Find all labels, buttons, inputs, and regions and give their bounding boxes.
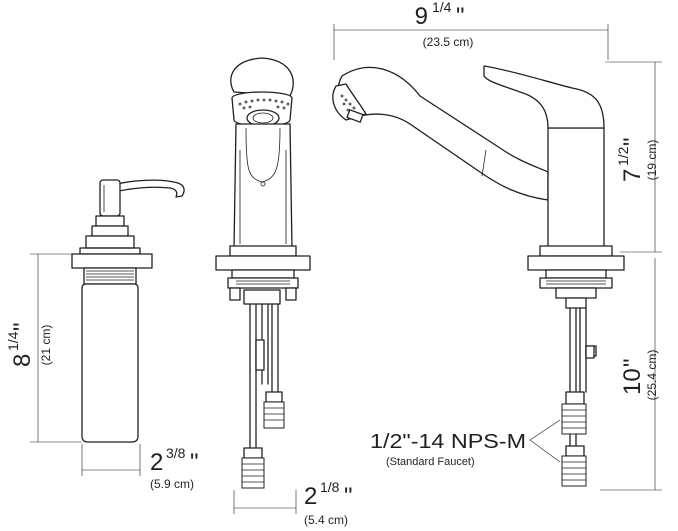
svg-text:3/8: 3/8 [166,445,186,461]
connection-callout: 1/2"-14 NPS-M (Standard Faucet) [370,431,526,468]
dimension-width-top: 9 1/4 " (23.5 cm) [415,0,474,49]
svg-text:": " [190,449,199,476]
svg-text:2: 2 [304,483,317,510]
svg-text:10: 10 [619,368,646,395]
svg-text:1/2"-14 NPS-M: 1/2"-14 NPS-M [370,431,526,453]
svg-text:(Standard Faucet): (Standard Faucet) [386,456,475,468]
soap-dispenser-illustration [71,179,185,443]
faucet-side-view-illustration [332,65,625,487]
svg-text:": " [344,483,353,510]
faucet-front-view-illustration [215,57,311,489]
svg-text:8: 8 [9,354,36,367]
svg-text:(5.9 cm): (5.9 cm) [150,477,194,491]
svg-text:1/8: 1/8 [320,479,340,495]
svg-text:1/2: 1/2 [615,146,631,166]
svg-text:": " [619,358,646,367]
svg-text:(25.4 cm): (25.4 cm) [645,350,659,401]
svg-text:9: 9 [415,3,428,30]
dimension-shank-width: 2 1/8 " (5.4 cm) [304,479,353,527]
svg-text:(5.4 cm): (5.4 cm) [304,513,348,527]
svg-text:7: 7 [619,169,646,182]
dimension-dispenser-width: 2 3/8 " (5.9 cm) [150,445,199,491]
svg-text:": " [9,322,36,331]
dimension-lines [30,24,662,514]
svg-text:": " [619,137,646,146]
dimension-height-dispenser: 8 1/4 " (21 cm) [5,322,53,367]
svg-text:1/4: 1/4 [432,0,452,15]
svg-text:2: 2 [150,449,163,476]
svg-text:1/4: 1/4 [5,331,21,351]
svg-text:(21 cm): (21 cm) [39,325,53,366]
dimension-below-deck: 10 " (25.4 cm) [619,350,659,401]
svg-text:(23.5 cm): (23.5 cm) [423,35,474,49]
svg-text:(19 cm): (19 cm) [645,140,659,181]
svg-text:": " [456,3,465,30]
dimension-height-faucet: 7 1/2 " (19 cm) [615,137,659,182]
